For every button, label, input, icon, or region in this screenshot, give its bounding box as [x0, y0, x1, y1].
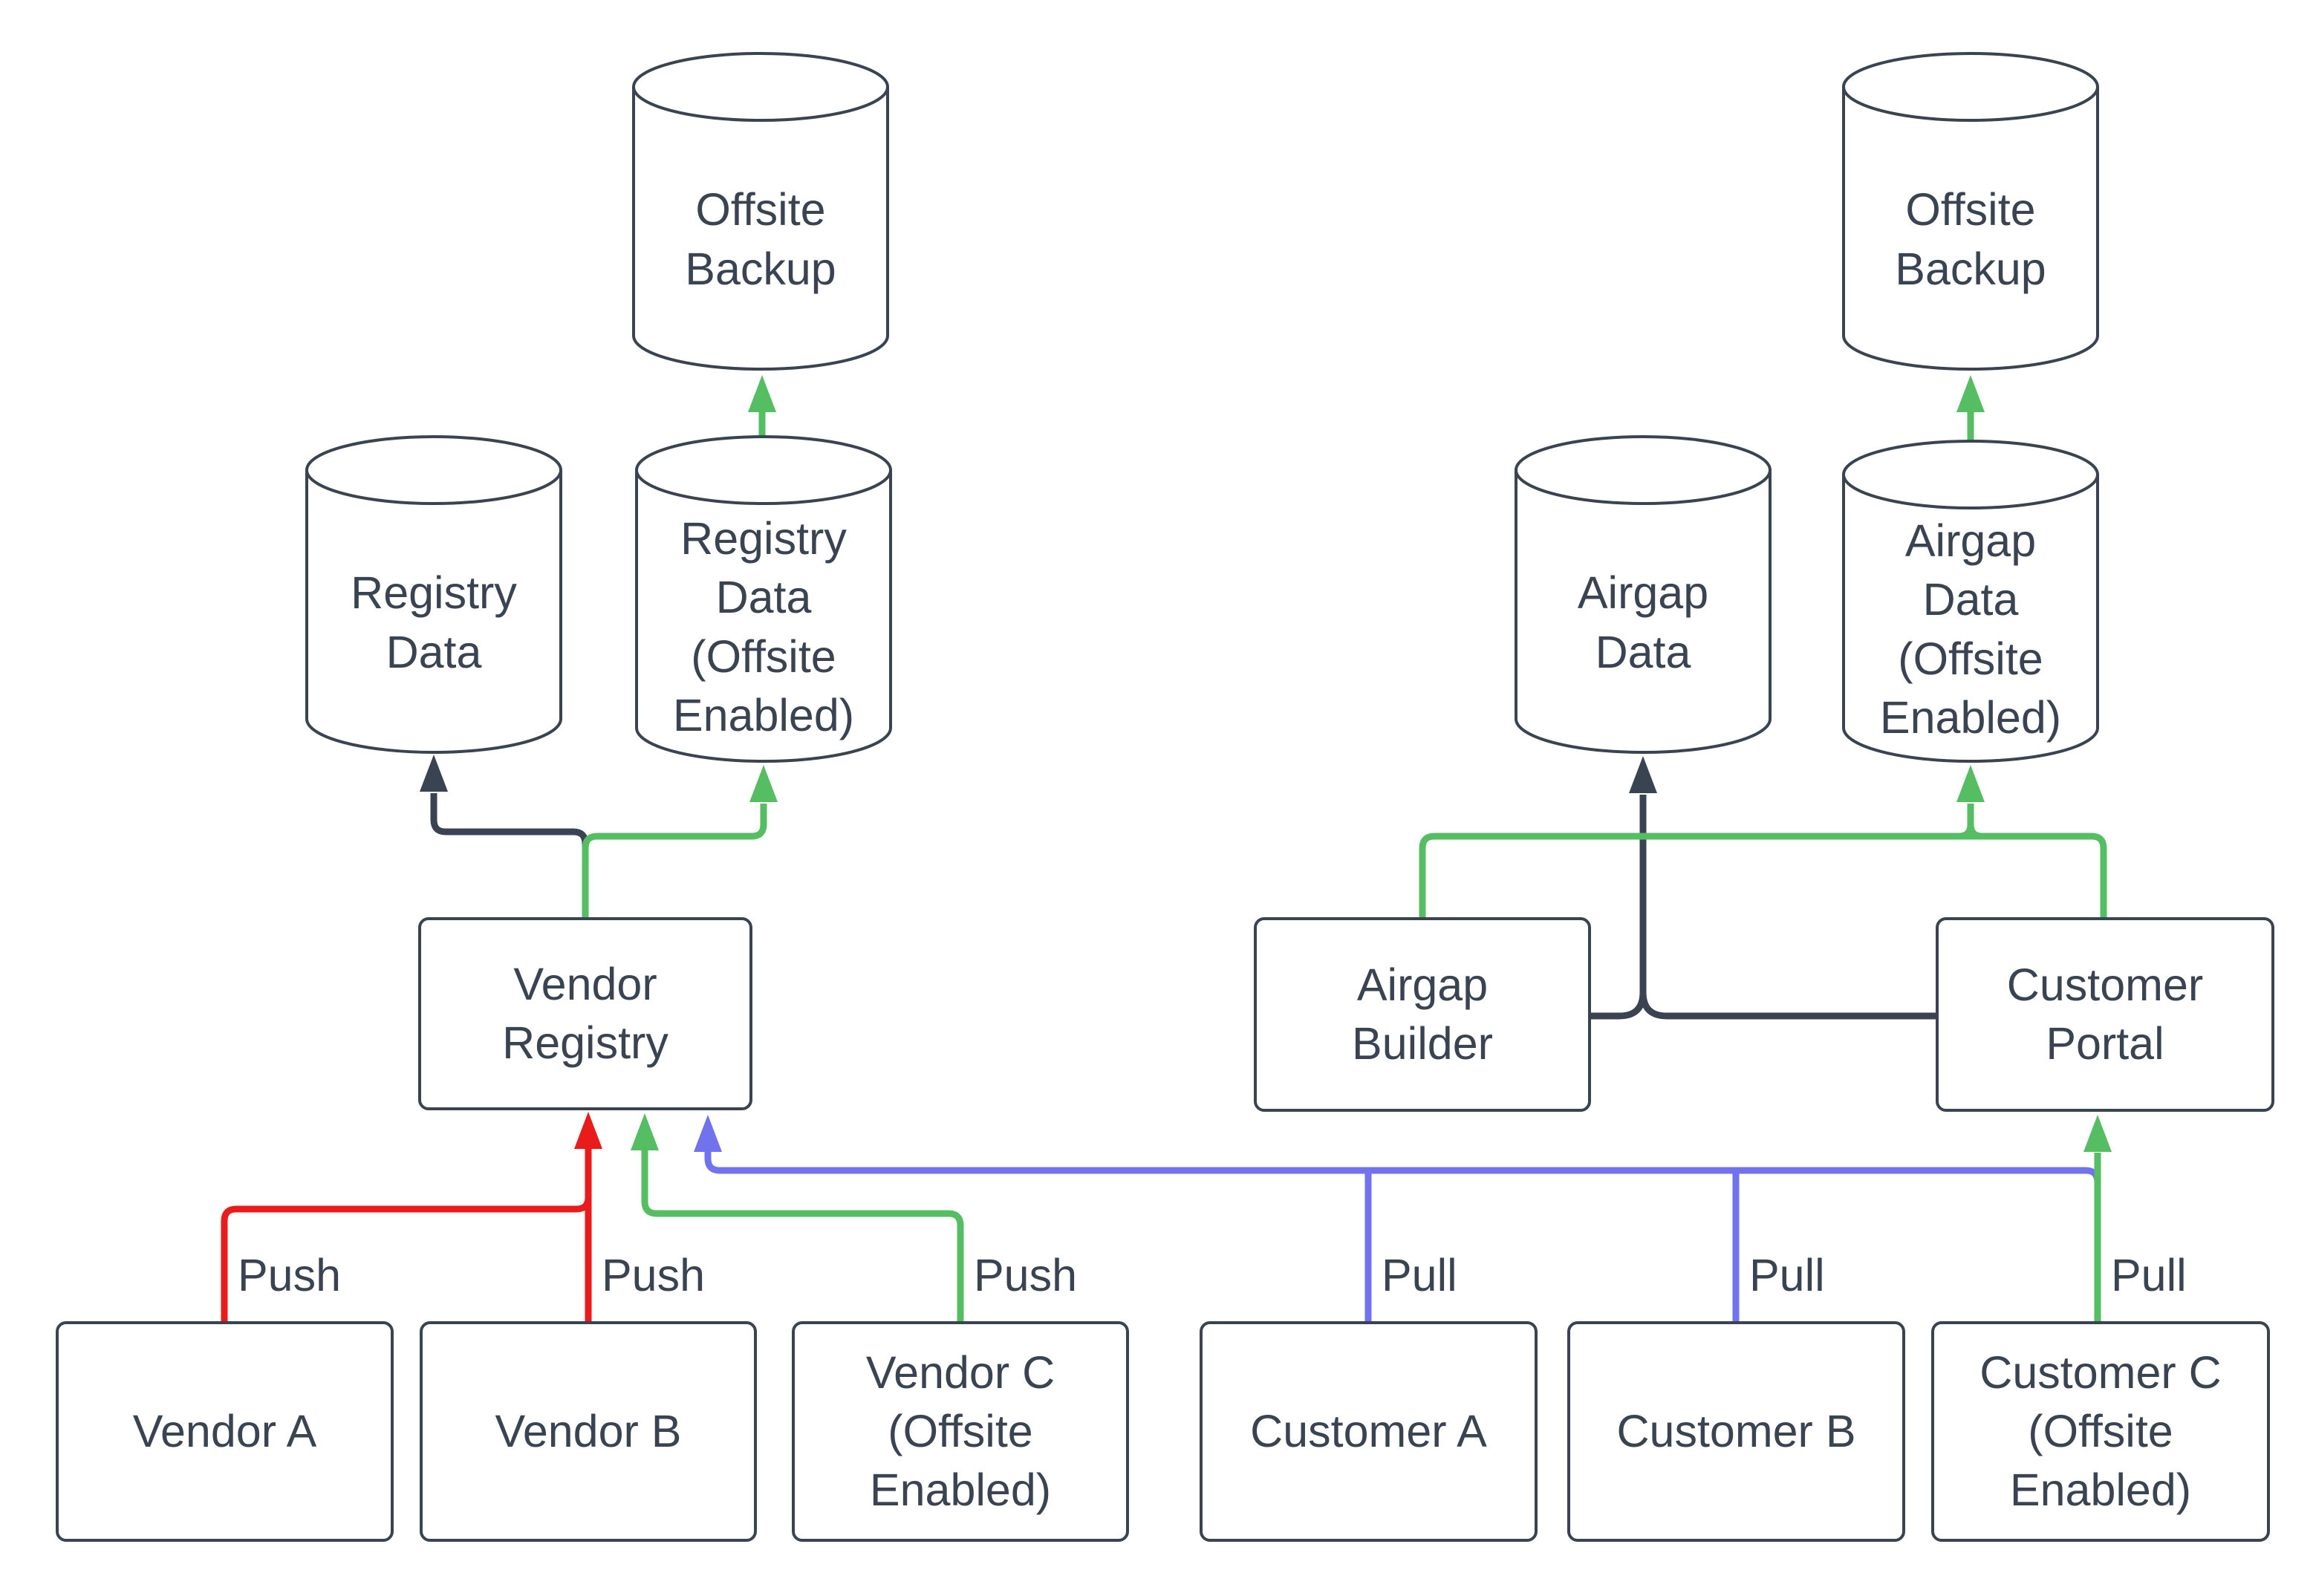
database-shapes [305, 52, 2099, 763]
node-vendor-c: Vendor C (Offsite Enabled) [792, 1321, 1129, 1542]
cylinder-body [632, 87, 889, 371]
edges-green [582, 411, 2107, 1321]
cylinder-body [1515, 470, 1772, 754]
cylinder-top [1842, 52, 2099, 122]
edge-label-pull-customer-a: Pull [1382, 1250, 1457, 1300]
node-customer-a: Customer A [1200, 1321, 1538, 1542]
cylinder-top [635, 435, 892, 505]
node-customer-b: Customer B [1567, 1321, 1905, 1542]
edge-branch-into-airgap-data-offsite [1958, 804, 1983, 840]
arrowhead-into-airgap-data-offsite [1956, 765, 1985, 802]
cylinder-body [1842, 475, 2099, 763]
edge-label-push-vendor-c: Push [974, 1250, 1078, 1300]
edge-vendor-registry-to-registry-data-offsite [582, 804, 767, 917]
arrowhead-into-offsite-backup-left [748, 375, 776, 412]
arrowhead-into-airgap-data [1629, 756, 1657, 793]
cylinder-top [1842, 440, 2099, 509]
edge-label-push-vendor-a: Push [238, 1250, 342, 1300]
arrowhead-into-customer-portal [2083, 1115, 2112, 1152]
edge-portal-builder-offsite-loop [1419, 833, 2107, 917]
arrowhead-into-registry-data-offsite [749, 765, 778, 802]
edge-label-pull-customer-b: Pull [1749, 1250, 1825, 1300]
edge-airgap-builder-to-airgap-data [1591, 795, 1647, 1020]
label-offsite-backup-left: Offsite Backup [685, 184, 836, 294]
arrowhead-into-offsite-backup-right [1956, 375, 1985, 412]
arrowheads-green [631, 375, 2112, 1152]
node-vendor-b: Vendor B [420, 1321, 757, 1542]
cylinder-body [635, 470, 892, 763]
node-vendor-registry: Vendor Registry [418, 917, 752, 1110]
cylinder-top [1515, 435, 1772, 505]
database-offsite-backup-right [1842, 52, 2099, 371]
edge-push-vendor-c [641, 1150, 964, 1321]
cylinder-body [1842, 87, 2099, 371]
database-offsite-backup-left [632, 52, 889, 371]
arrowhead-pull-into-vendor-registry [694, 1115, 722, 1152]
arrowhead-green-into-vendor-registry [631, 1113, 659, 1150]
label-offsite-backup-right: Offsite Backup [1895, 184, 2046, 294]
cylinder-top [632, 52, 889, 122]
arrowheads-dark [420, 755, 1657, 793]
edge-label-pull-customer-c: Pull [2111, 1250, 2187, 1300]
arrowhead-push-into-vendor-registry [574, 1112, 602, 1149]
edge-label-push-vendor-b: Push [602, 1250, 706, 1300]
database-airgap-data-offsite [1842, 440, 2099, 763]
arrowheads-blue [694, 1115, 722, 1152]
cylinder-top [305, 435, 562, 505]
database-airgap-data [1515, 435, 1772, 754]
node-customer-c: Customer C (Offsite Enabled) [1931, 1321, 2270, 1542]
label-airgap-data: Airgap Data [1577, 567, 1709, 677]
edge-customer-portal-to-airgap-data [1639, 991, 1936, 1020]
edge-vendor-registry-to-registry-data [430, 793, 589, 917]
arrowhead-into-registry-data [420, 755, 448, 792]
edge-push-vendor-a [221, 1196, 592, 1321]
node-customer-portal: Customer Portal [1936, 917, 2274, 1112]
database-registry-data [305, 435, 562, 754]
edge-pull-main [704, 1150, 2101, 1183]
edges-red [221, 1147, 592, 1321]
label-registry-data: Registry Data [351, 567, 517, 677]
label-airgap-data-offsite: Airgap Data (Offsite Enabled) [1879, 515, 2062, 743]
label-registry-data-offsite: Registry Data (Offsite Enabled) [672, 512, 855, 740]
database-registry-data-offsite [635, 435, 892, 763]
node-airgap-builder: Airgap Builder [1254, 917, 1591, 1112]
cylinder-body [305, 470, 562, 754]
node-vendor-a: Vendor A [56, 1321, 394, 1542]
arrowheads-red [574, 1112, 602, 1149]
